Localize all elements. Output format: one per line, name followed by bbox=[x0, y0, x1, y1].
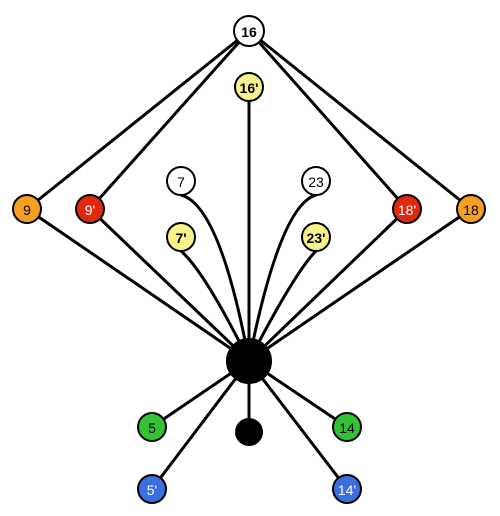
node-circle-n14 bbox=[332, 412, 362, 442]
node-n14p: 14' bbox=[332, 474, 362, 504]
edge-n23-hub bbox=[247, 193, 318, 363]
edge-n16-n18p bbox=[247, 29, 409, 211]
node-label-n14p: 14' bbox=[338, 482, 356, 498]
node-n5p: 5' bbox=[137, 474, 167, 504]
node-circle-hub bbox=[226, 338, 272, 384]
nodes-layer: 16 16' 7 23 7' 23' 9 9' 18' 18 5 14 5' 14' bbox=[12, 15, 486, 504]
node-n9p: 9' bbox=[75, 194, 105, 224]
node-n16p: 16' bbox=[234, 72, 264, 102]
node-circle-n7p bbox=[166, 222, 196, 252]
node-label-n9: 9 bbox=[23, 202, 31, 218]
edge-hub-n14p bbox=[247, 359, 349, 491]
node-circle-n23 bbox=[301, 166, 331, 196]
node-n9: 9 bbox=[12, 194, 42, 224]
node-circle-n9p bbox=[75, 194, 105, 224]
node-label-n9p: 9' bbox=[85, 202, 95, 218]
node-small bbox=[235, 418, 263, 446]
node-circle-n5 bbox=[137, 412, 167, 442]
node-label-n7p: 7' bbox=[175, 230, 186, 246]
node-label-n23: 23 bbox=[308, 174, 324, 190]
edge-n16-n9 bbox=[25, 29, 251, 211]
node-label-n16p: 16' bbox=[240, 80, 259, 96]
node-label-n14: 14 bbox=[339, 420, 355, 436]
node-circle-n7 bbox=[166, 166, 196, 196]
node-label-n7: 7 bbox=[177, 174, 185, 190]
node-label-n16: 16 bbox=[241, 24, 257, 40]
node-n18: 18 bbox=[456, 194, 486, 224]
edge-n9-hub bbox=[25, 207, 251, 363]
edge-n9p-hub bbox=[88, 207, 251, 363]
node-n14: 14 bbox=[332, 412, 362, 442]
node-label-n18p: 18' bbox=[398, 202, 416, 218]
node-n7p: 7' bbox=[166, 222, 196, 252]
node-n7: 7 bbox=[166, 166, 196, 196]
edge-n18-hub bbox=[247, 207, 473, 363]
edge-n16-n18 bbox=[247, 29, 473, 211]
node-label-n5: 5 bbox=[148, 420, 156, 436]
node-circle-n14p bbox=[332, 474, 362, 504]
node-circle-n23p bbox=[301, 222, 331, 252]
node-circle-n18p bbox=[392, 194, 422, 224]
node-label-n5p: 5' bbox=[147, 482, 157, 498]
node-circle-n9 bbox=[12, 194, 42, 224]
edge-n18p-hub bbox=[247, 207, 409, 363]
edge-hub-n5p bbox=[150, 359, 251, 491]
node-circle-small bbox=[235, 418, 263, 446]
node-label-n23p: 23' bbox=[307, 230, 326, 246]
node-circle-n18 bbox=[456, 194, 486, 224]
node-circle-n16 bbox=[233, 15, 265, 47]
node-circle-n16p bbox=[234, 72, 264, 102]
edge-n16-n9p bbox=[88, 29, 251, 211]
node-circle-n5p bbox=[137, 474, 167, 504]
node-n16: 16 bbox=[233, 15, 265, 47]
edge-n7-hub bbox=[179, 193, 251, 363]
node-hub bbox=[226, 338, 272, 384]
node-n18p: 18' bbox=[392, 194, 422, 224]
node-label-n18: 18 bbox=[463, 202, 479, 218]
node-n23p: 23' bbox=[301, 222, 331, 252]
node-n23: 23 bbox=[301, 166, 331, 196]
node-n5: 5 bbox=[137, 412, 167, 442]
